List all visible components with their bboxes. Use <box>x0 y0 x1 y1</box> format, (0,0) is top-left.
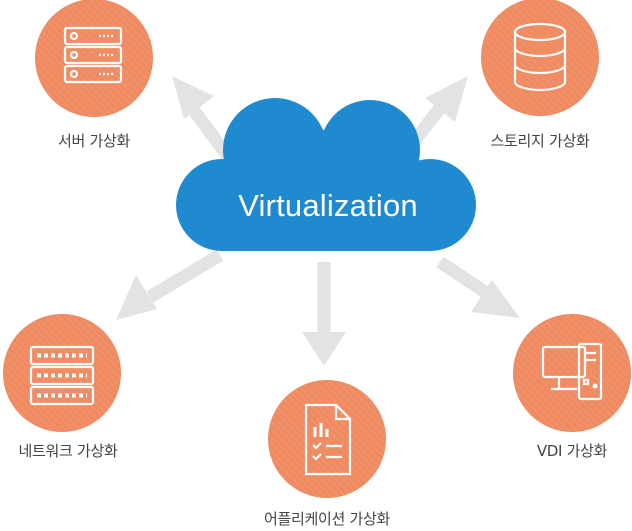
arrow-to-network <box>116 249 224 320</box>
network-label: 네트워크 가상화 <box>18 442 118 460</box>
database-icon <box>513 22 567 92</box>
storage-label: 스토리지 가상화 <box>490 132 590 150</box>
document-chart-icon <box>304 403 352 476</box>
server-node[interactable] <box>35 0 153 117</box>
storage-node[interactable] <box>481 0 599 116</box>
server-label: 서버 가상화 <box>58 132 130 150</box>
application-node[interactable] <box>268 380 386 498</box>
vdi-label: VDI 가상화 <box>536 442 608 460</box>
server-rack-icon <box>63 26 123 84</box>
desktop-computer-icon <box>541 342 603 401</box>
center-label: Virtualization <box>238 188 418 223</box>
network-switch-icon <box>29 345 95 406</box>
vdi-node[interactable] <box>513 314 631 432</box>
application-label: 어플리케이션 가상화 <box>264 510 390 528</box>
arrow-to-vdi <box>436 256 520 318</box>
arrow-to-application <box>302 262 346 366</box>
cloud-shape <box>176 98 476 251</box>
network-node[interactable] <box>3 314 121 432</box>
